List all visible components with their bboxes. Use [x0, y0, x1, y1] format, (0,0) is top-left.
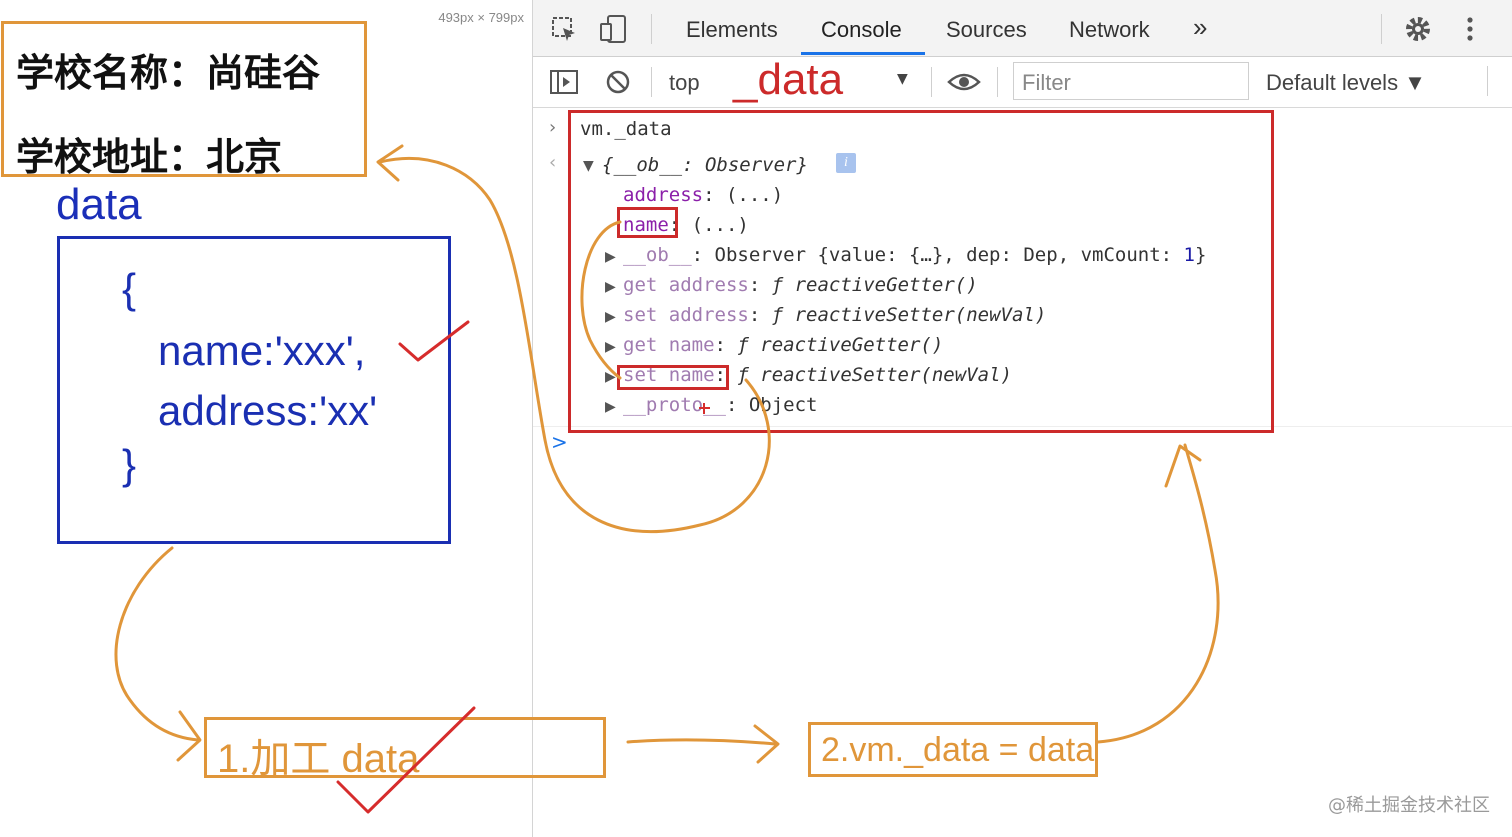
- code-close-brace: }: [122, 441, 137, 488]
- accessor-row[interactable]: set name: ƒ reactiveSetter(newVal): [623, 364, 1012, 386]
- accessor-key: get address: [623, 274, 749, 296]
- panel-divider[interactable]: [532, 0, 533, 837]
- tab-elements[interactable]: Elements: [686, 17, 778, 42]
- arrowhead: [176, 710, 202, 762]
- accessor-key: get name: [623, 334, 715, 356]
- step1-text: 1.加工 data: [217, 737, 420, 781]
- expand-triangle-icon[interactable]: ▶: [605, 309, 616, 325]
- accessor-value: ƒ reactiveSetter(newVal): [771, 304, 1047, 326]
- expand-triangle-icon[interactable]: ▶: [605, 279, 616, 295]
- accessor-row[interactable]: get name: ƒ reactiveGetter(): [623, 334, 944, 356]
- school-address-text: 学校地址：北京: [16, 135, 283, 179]
- inspect-element-icon[interactable]: [551, 16, 579, 48]
- arrow-data-to-step1: [114, 546, 200, 742]
- context-selector[interactable]: top: [669, 70, 700, 95]
- ob-row[interactable]: __ob__: Observer {value: {…}, dep: Dep, …: [623, 244, 1206, 266]
- rendered-page: 493px × 799px 学校名称：尚硅谷 学校地址：北京 data { na…: [0, 0, 532, 837]
- toolbar-separator: [997, 67, 998, 97]
- code-open-brace: {: [122, 265, 137, 312]
- more-options-icon[interactable]: [1463, 14, 1477, 48]
- step2-box: 2.vm._data = data: [808, 722, 1098, 777]
- accessor-value: ƒ reactiveGetter(): [737, 334, 944, 356]
- prop-name-row[interactable]: name: (...): [623, 214, 749, 236]
- toolbar-separator: [651, 14, 652, 44]
- arrowhead: [1164, 444, 1202, 488]
- expand-triangle-icon[interactable]: ▶: [605, 369, 616, 385]
- object-highlight-box: [568, 110, 1274, 433]
- school-name-text: 学校名称：尚硅谷: [16, 51, 321, 95]
- active-tab-indicator: [801, 52, 925, 55]
- vm-count: 1: [1183, 244, 1195, 266]
- prop-end: }: [1194, 244, 1207, 266]
- toolbar-separator: [1381, 14, 1382, 44]
- object-header[interactable]: {__ob__: Observer}: [602, 154, 808, 176]
- tab-console[interactable]: Console: [821, 17, 902, 42]
- log-levels-dropdown[interactable]: Default levels ▼: [1266, 70, 1426, 95]
- accessor-value: ƒ reactiveGetter(): [771, 274, 978, 296]
- output-chevron-icon: ‹: [549, 152, 557, 173]
- arrowhead: [376, 144, 404, 182]
- console-row-divider: [533, 426, 1512, 427]
- school-info-box: 学校名称：尚硅谷 学校地址：北京: [1, 21, 367, 179]
- code-name-line: name:'xxx',: [158, 327, 366, 374]
- sidebar-toggle-icon[interactable]: [549, 69, 579, 99]
- prop-value: : (...): [668, 214, 749, 236]
- expand-triangle-icon[interactable]: ▶: [605, 339, 616, 355]
- arrow-step2-to-console: [1096, 443, 1220, 744]
- console-input-line: vm._data: [580, 118, 672, 140]
- loop-name-to-setter: [580, 220, 622, 380]
- devtools-panel: Elements Console Sources Network » top _…: [533, 0, 1512, 837]
- data-label: data: [56, 180, 142, 229]
- prop-value: : Observer {value: {…}, dep: Dep, vmCoun…: [691, 244, 1184, 266]
- prop-address-row[interactable]: address: (...): [623, 184, 783, 206]
- prop-value: : (...): [703, 184, 784, 206]
- arrow-console-to-page: [378, 157, 771, 533]
- toolbar-separator: [651, 67, 652, 97]
- context-dropdown-icon[interactable]: ▼: [897, 71, 908, 87]
- proto-value: : Object: [725, 394, 818, 416]
- viewport-size-label: 493px × 799px: [438, 10, 524, 25]
- accessor-row[interactable]: get address: ƒ reactiveGetter(): [623, 274, 978, 296]
- arrowhead: [753, 724, 780, 764]
- watermark: @稀土掘金技术社区: [1328, 795, 1490, 816]
- filter-input[interactable]: Filter: [1013, 62, 1249, 100]
- prop-key: __ob__: [623, 244, 692, 266]
- code-address-line: address:'xx': [158, 387, 378, 434]
- devtools-tabbar: Elements Console Sources Network »: [533, 0, 1512, 57]
- cursor-plus-icon: [699, 403, 710, 414]
- accessor-key: set address: [623, 304, 749, 326]
- collapse-triangle-icon[interactable]: ▼: [583, 158, 594, 174]
- context-annotation: _data: [733, 55, 844, 104]
- accessor-value: ƒ reactiveSetter(newVal): [737, 364, 1012, 386]
- more-tabs-icon[interactable]: »: [1193, 12, 1208, 42]
- filter-placeholder: Filter: [1022, 70, 1071, 95]
- clear-console-icon[interactable]: [605, 69, 631, 99]
- prop-key: name: [623, 214, 669, 236]
- toolbar-separator: [1487, 66, 1488, 96]
- tab-sources[interactable]: Sources: [946, 17, 1027, 42]
- data-object-box: { name:'xxx', address:'xx' }: [57, 236, 451, 544]
- expand-triangle-icon[interactable]: ▶: [605, 399, 616, 415]
- checkmark-step1: [336, 706, 476, 814]
- expand-triangle-icon[interactable]: ▶: [605, 249, 616, 265]
- settings-gear-icon[interactable]: [1403, 14, 1433, 48]
- step2-text: 2.vm._data = data: [821, 731, 1095, 769]
- proto-row[interactable]: __proto__: Object: [623, 394, 817, 416]
- input-chevron-icon: ›: [549, 117, 557, 138]
- accessor-key: set name: [623, 364, 715, 386]
- tab-network[interactable]: Network: [1069, 17, 1150, 42]
- live-expression-eye-icon[interactable]: [947, 69, 981, 99]
- info-icon[interactable]: i: [836, 153, 856, 173]
- arrow-step1-to-step2: [626, 738, 777, 746]
- proto-key: __proto__: [623, 394, 726, 416]
- console-prompt[interactable]: >: [551, 430, 568, 454]
- prop-key: address: [623, 184, 704, 206]
- accessor-row[interactable]: set address: ƒ reactiveSetter(newVal): [623, 304, 1047, 326]
- toolbar-separator: [931, 67, 932, 97]
- checkmark-name: [398, 320, 470, 362]
- device-toolbar-icon[interactable]: [599, 14, 629, 48]
